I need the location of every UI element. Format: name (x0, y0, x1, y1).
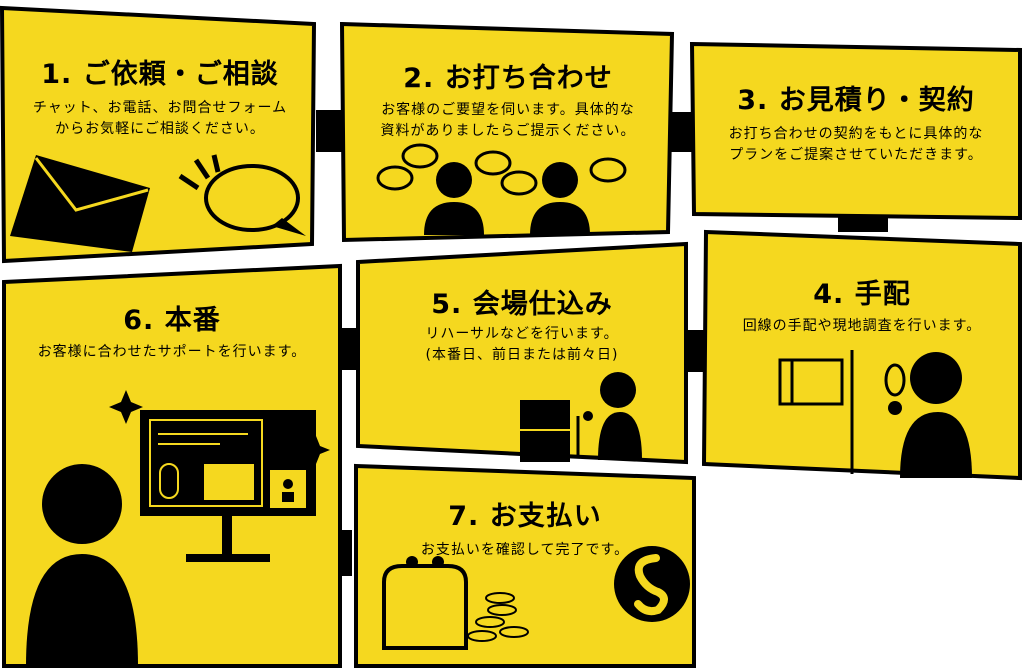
step-6-title: 6. 本番 (123, 305, 221, 336)
step-4-panel: 4. 手配 回線の手配や現地調査を行います。 (700, 228, 1024, 482)
step-3-frame (689, 41, 1022, 221)
coin-icon (614, 546, 690, 622)
person-icon (26, 464, 138, 666)
speech-bubble-icon (178, 154, 306, 236)
envelope-icon (10, 155, 150, 252)
stage-setup-icon (520, 372, 642, 462)
step-3-title: 3. お見積り・契約 (737, 85, 975, 116)
meeting-people-icon (424, 162, 590, 235)
connector-1-2 (316, 110, 342, 152)
step-3-panel: 3. お見積り・契約 お打ち合わせの契約をもとに具体的な プランをご提案させてい… (688, 40, 1024, 222)
wallet-icon (382, 556, 529, 650)
speech-bubbles-icon (376, 143, 627, 196)
step-2-panel: 2. お打ち合わせ お客様のご要望を伺います。具体的な 資料がありましたらご提示… (338, 20, 678, 245)
step-6-description: お客様に合わせたサポートを行います。 (37, 344, 307, 360)
step-6-frame (2, 263, 342, 668)
step-5-panel: 5. 会場仕込み リハーサルなどを行います。 (本番日、前日または前々日) (354, 240, 690, 468)
connector-3-4 (838, 216, 888, 232)
step-7-frame (354, 463, 696, 668)
step-5-frame (356, 241, 688, 465)
step-2-title: 2. お打ち合わせ (403, 63, 613, 94)
connector-5-6 (340, 328, 360, 370)
step-4-description: 回線の手配や現地調査を行います。 (742, 318, 982, 334)
site-survey-icon (778, 350, 972, 478)
step-5-description: リハーサルなどを行います。 (本番日、前日または前々日) (425, 326, 619, 363)
step-4-title: 4. 手配 (813, 279, 911, 310)
step-6-panel: 6. 本番 お客様に合わせたサポートを行います。 (0, 262, 344, 670)
step-2-description: お客様のご要望を伺います。具体的な 資料がありましたらご提示ください。 (380, 102, 636, 139)
step-3-description: お打ち合わせの契約をもとに具体的な プランをご提案させていただきます。 (728, 126, 984, 163)
connector-2-3 (670, 112, 692, 152)
step-7-title: 7. お支払い (448, 501, 602, 532)
monitor-icon (140, 410, 316, 562)
step-7-description: お支払いを確認して完了です。 (420, 542, 630, 558)
step-1-description: チャット、お電話、お問合せフォーム からお気軽にご相談ください。 (32, 100, 288, 137)
step-4-frame (701, 229, 1022, 481)
step-5-title: 5. 会場仕込み (431, 289, 613, 320)
step-1-panel: 1. ご依頼・ご相談 チャット、お電話、お問合せフォーム からお気軽にご相談くだ… (0, 0, 320, 265)
step-1-frame (0, 5, 317, 264)
step-1-title: 1. ご依頼・ご相談 (41, 59, 279, 90)
step-2-frame (339, 21, 675, 243)
step-7-panel: 7. お支払い お支払いを確認して完了です。 (352, 462, 698, 670)
